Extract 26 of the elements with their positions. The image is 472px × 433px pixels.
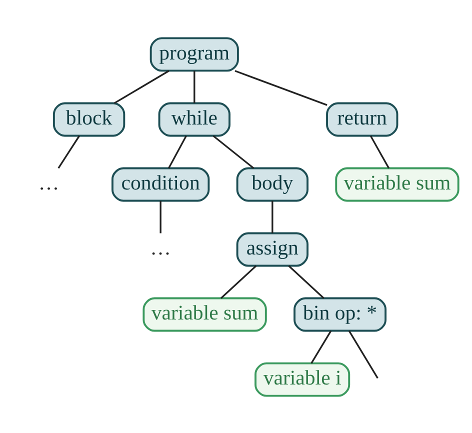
connector xyxy=(212,134,254,168)
node-text: … xyxy=(38,170,60,194)
connector xyxy=(272,200,274,233)
connector xyxy=(194,70,196,103)
connector xyxy=(58,134,80,168)
node-box: block xyxy=(52,102,126,136)
node-box: variable i xyxy=(254,362,350,396)
connector xyxy=(160,200,162,233)
node-box: condition xyxy=(112,166,210,202)
connector xyxy=(370,134,390,168)
connector xyxy=(234,70,328,106)
connector xyxy=(168,134,187,168)
connector xyxy=(220,264,257,298)
node-box: body xyxy=(236,166,308,202)
connector xyxy=(288,264,324,298)
node-box: variable sum xyxy=(142,296,267,332)
node-box: assign xyxy=(236,232,308,266)
node-box: program xyxy=(150,36,239,72)
connector xyxy=(114,70,170,104)
node-box: while xyxy=(158,102,230,136)
node-box: variable sum xyxy=(335,166,460,202)
node-box: bin op: * xyxy=(294,296,387,332)
node-box: return xyxy=(326,102,398,136)
connector xyxy=(310,330,332,364)
connector xyxy=(348,330,378,378)
node-text: … xyxy=(150,236,171,259)
